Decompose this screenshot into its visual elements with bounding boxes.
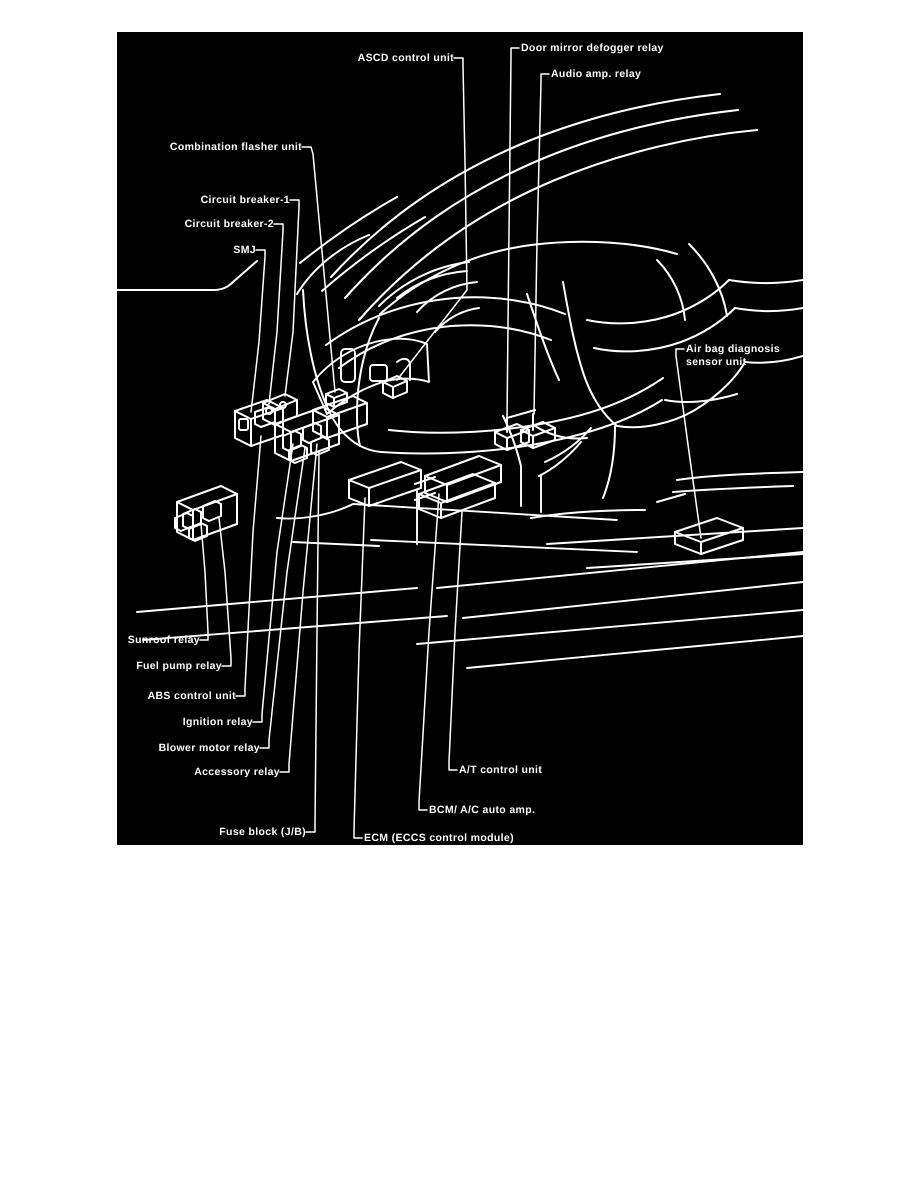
leader-lines <box>199 47 702 839</box>
label-fuse-block-jb: Fuse block (J/B) <box>219 826 306 838</box>
label-at-control-unit: A/T control unit <box>459 764 543 776</box>
component-at-control-unit-box <box>414 473 496 519</box>
label-smj: SMJ <box>233 244 256 256</box>
component-relay-strip-upper <box>312 395 368 439</box>
lower-dash-and-kick-panel <box>502 415 592 477</box>
instrument-panel-outline <box>302 289 664 455</box>
floor-stripe-lines <box>136 551 803 669</box>
label-bcm-ac-auto-amp: BCM/ A/C auto amp. <box>429 804 536 816</box>
label-combination-flasher-unit: Combination flasher unit <box>169 141 302 153</box>
leader-accessory-relay <box>279 443 318 773</box>
right-body-and-door-panel <box>664 279 803 403</box>
leader-fuse-block-jb <box>305 451 320 833</box>
right-floor-and-rocker <box>530 471 803 569</box>
leader-bcm-ac-auto-amp <box>418 493 440 811</box>
leader-ignition-relay <box>252 443 294 723</box>
leader-at-control-unit <box>448 511 463 771</box>
rear-partition <box>602 425 616 499</box>
label-sunroof-relay: Sunroof relay <box>127 634 200 646</box>
label-ignition-relay: Ignition relay <box>182 716 253 728</box>
component-right-relay-pair <box>494 409 556 451</box>
leader-audio-amp-relay <box>533 73 550 415</box>
component-ecm-box <box>348 461 422 507</box>
leader-abs-control-unit <box>235 435 262 697</box>
label-fuel-pump-relay: Fuel pump relay <box>136 660 222 672</box>
label-air-bag-diagnosis-line-2: sensor unit <box>686 355 747 368</box>
roof-and-windshield-curves <box>329 92 759 322</box>
leader-ascd-control-unit <box>396 57 468 381</box>
passenger-side-panel <box>526 243 746 429</box>
leader-circuit-breaker-1 <box>284 199 300 397</box>
a-pillar-and-upper-trim <box>299 196 426 292</box>
diagram-canvas: ASCD control unit Door mirror defogger r… <box>117 32 803 845</box>
leader-ecm-eccs-control-module <box>353 497 366 839</box>
label-air-bag-diagnosis-line-1: Air bag diagnosis <box>686 343 781 355</box>
label-circuit-breaker-2: Circuit breaker-2 <box>184 218 274 230</box>
leader-air-bag-diagnosis-sensor-unit <box>675 348 702 539</box>
label-blower-motor-relay: Blower motor relay <box>158 742 260 754</box>
vehicle-interior-line-drawing <box>117 47 803 839</box>
leader-combination-flasher-unit <box>301 146 336 393</box>
leader-circuit-breaker-2 <box>268 223 284 405</box>
label-air-bag-diagnosis-sensor-unit: Air bag diagnosis sensor unit <box>686 343 780 368</box>
leader-blower-motor-relay <box>259 447 306 749</box>
leader-sunroof-relay <box>199 523 209 641</box>
leader-door-mirror-defogger-relay <box>506 47 520 419</box>
label-circuit-breaker-1: Circuit breaker-1 <box>200 194 290 206</box>
component-air-bag-diagnosis-sensor-unit-box <box>674 517 744 555</box>
label-audio-amp-relay: Audio amp. relay <box>551 68 642 80</box>
component-combination-flasher-unit-box <box>325 388 348 408</box>
label-accessory-relay: Accessory relay <box>194 766 280 778</box>
label-ascd-control-unit: ASCD control unit <box>357 52 454 64</box>
component-ascd-control-unit-box <box>382 375 408 399</box>
label-abs-control-unit: ABS control unit <box>147 690 236 702</box>
center-console-face <box>312 337 430 415</box>
leader-fuel-pump-relay <box>218 517 232 667</box>
label-ecm-eccs-control-module: ECM (ECCS control module) <box>364 832 514 844</box>
label-door-mirror-defogger-relay: Door mirror defogger relay <box>521 42 664 54</box>
leader-smj <box>250 249 266 413</box>
component-lower-left-relay-pack <box>174 485 238 542</box>
steering-column-and-cluster <box>296 234 480 333</box>
